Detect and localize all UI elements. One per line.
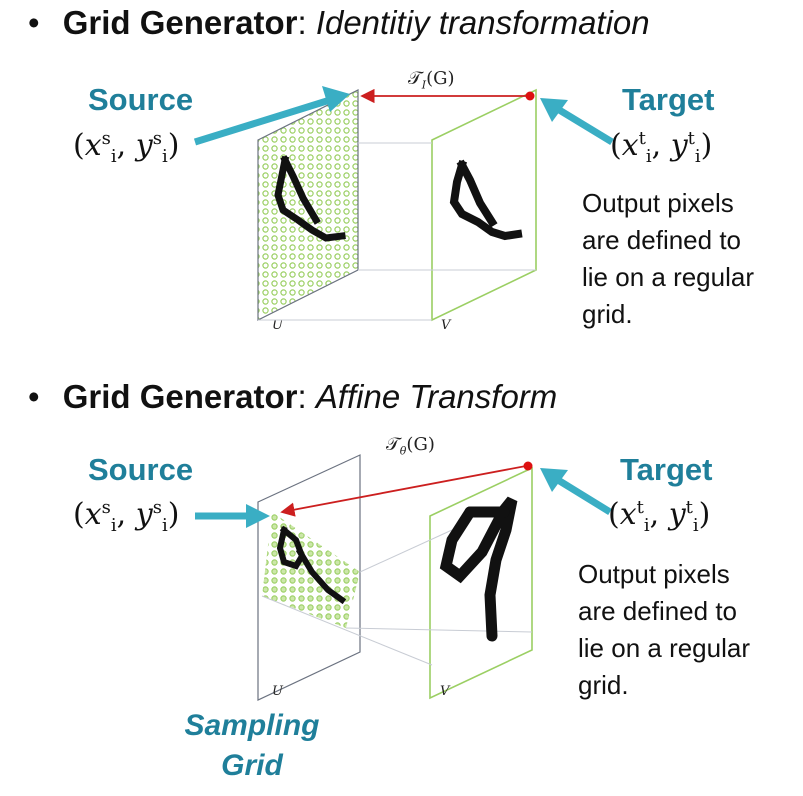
description-line: are defined to bbox=[582, 225, 742, 255]
heading-bold: Grid Generator bbox=[62, 4, 298, 41]
digit-source-2 bbox=[276, 525, 347, 605]
heading-sep: : bbox=[297, 4, 316, 41]
plane-u-label: U bbox=[272, 318, 283, 333]
sampling-grid-label: Sampling Grid bbox=[184, 709, 320, 782]
digit-source-1 bbox=[274, 155, 346, 242]
description-line: grid. bbox=[582, 299, 633, 329]
target-pointer-arrow-1 bbox=[540, 98, 614, 145]
description-line: lie on a regular bbox=[582, 262, 754, 292]
section1-heading: • Grid Generator: Identitiy transformati… bbox=[28, 4, 650, 42]
source-pointer-arrow-2 bbox=[195, 504, 270, 528]
transform-label: 𝒯I(G) bbox=[408, 68, 455, 92]
description: Output pixels are defined to lie on a re… bbox=[578, 556, 750, 704]
plane-u-label: U bbox=[272, 684, 283, 699]
source-coords: (xsi, ysi) bbox=[73, 128, 180, 167]
description: Output pixels are defined to lie on a re… bbox=[582, 185, 754, 333]
description-line: grid. bbox=[578, 670, 629, 700]
target-label: Target bbox=[620, 452, 713, 487]
source-coords: (xsi, ysi) bbox=[73, 497, 180, 536]
plane-v-label: V bbox=[440, 684, 450, 699]
target-coords: (xti, yti) bbox=[608, 497, 711, 536]
section2-heading: • Grid Generator: Affine Transform bbox=[28, 378, 557, 416]
heading-italic: Identitiy transformation bbox=[315, 4, 650, 41]
source-label: Source bbox=[88, 452, 194, 487]
plane-connectors-2 bbox=[261, 529, 533, 666]
heading-sep: : bbox=[297, 378, 316, 415]
bullet-dot: • bbox=[28, 378, 40, 415]
description-line: Output pixels bbox=[578, 559, 730, 589]
heading-italic: Affine Transform bbox=[315, 378, 558, 415]
description-line: Output pixels bbox=[582, 188, 734, 218]
description-line: lie on a regular bbox=[578, 633, 750, 663]
plane-connectors-1 bbox=[258, 142, 536, 321]
bullet-dot: • bbox=[28, 4, 40, 41]
transform-arrow-2 bbox=[280, 461, 533, 517]
target-pointer-arrow-2 bbox=[540, 468, 612, 515]
target-coords: (xti, yti) bbox=[610, 128, 713, 167]
source-pointer-arrow-1 bbox=[193, 86, 350, 146]
transform-arrow-1 bbox=[360, 88, 535, 104]
transform-label: 𝒯θ(G) bbox=[386, 434, 435, 458]
digit-target-2 bbox=[439, 496, 518, 642]
heading-bold: Grid Generator bbox=[62, 378, 298, 415]
digit-target-1 bbox=[449, 159, 523, 241]
source-label: Source bbox=[88, 82, 194, 117]
plane-v-label: V bbox=[441, 318, 451, 333]
target-label: Target bbox=[622, 82, 715, 117]
description-line: are defined to bbox=[578, 596, 738, 626]
